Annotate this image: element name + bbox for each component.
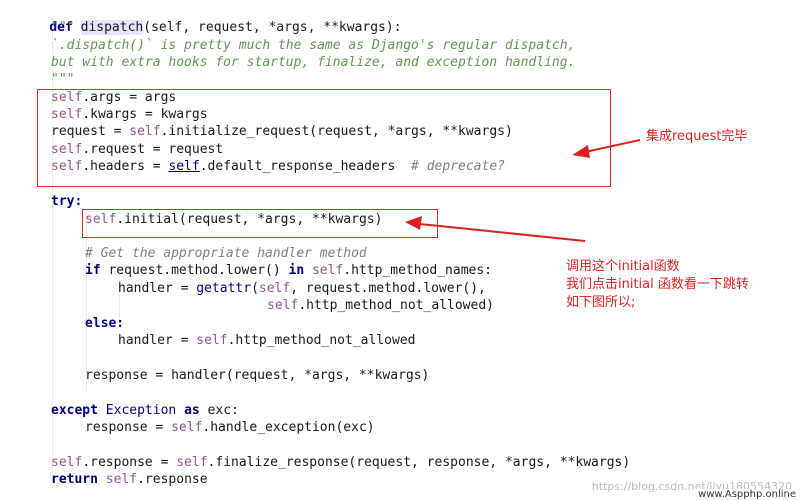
arrow-head bbox=[572, 145, 590, 158]
code-line: self.response = self.finalize_response(r… bbox=[51, 455, 631, 470]
highlight-box-initial bbox=[82, 209, 438, 238]
code-line: else: bbox=[85, 316, 125, 331]
indent-guide bbox=[52, 18, 53, 488]
docstring-line: """ bbox=[51, 20, 75, 35]
indent-guide bbox=[119, 280, 120, 320]
arrow-head bbox=[405, 216, 422, 230]
docstring-line: """ bbox=[51, 72, 75, 87]
code-line: self.request = request bbox=[51, 142, 224, 157]
code-line: self.http_method_not_allowed) bbox=[267, 298, 494, 313]
code-line: self.headers = self.default_response_hea… bbox=[51, 159, 505, 174]
highlight-box-initialize bbox=[37, 89, 611, 187]
docstring-line: `.dispatch()` is pretty much the same as… bbox=[51, 38, 576, 53]
code-line: self.args = args bbox=[51, 90, 177, 105]
site-label: www.Aspphp.online bbox=[696, 489, 798, 500]
annotation-note-1: 集成request完毕 bbox=[646, 129, 748, 144]
code-line: handler = getattr(self, request.method.l… bbox=[118, 281, 486, 296]
code-line: self.initial(request, *args, **kwargs) bbox=[85, 212, 383, 227]
code-line: try: bbox=[51, 194, 83, 209]
annotation-note-2: 调用这个initial函数 我们点击initial 函数看一下跳转 如下图所以; bbox=[566, 259, 749, 310]
code-line: return self.response bbox=[51, 472, 208, 487]
code-line: response = handler(request, *args, **kwa… bbox=[85, 368, 430, 383]
docstring-line: but with extra hooks for startup, finali… bbox=[51, 55, 576, 70]
code-line: def dispatch(self, request, *args, **kwa… bbox=[49, 20, 402, 35]
code-line: response = self.handle_exception(exc) bbox=[85, 420, 375, 435]
arrow-line bbox=[419, 223, 586, 242]
code-line: if request.method.lower() in self.http_m… bbox=[85, 263, 493, 278]
code-line: request = self.initialize_request(reques… bbox=[51, 124, 513, 139]
arrow-line bbox=[584, 139, 641, 153]
code-line: except Exception as exc: bbox=[51, 403, 239, 418]
code-line: self.kwargs = kwargs bbox=[51, 107, 208, 122]
code-line: handler = self.http_method_not_allowed bbox=[118, 333, 416, 348]
indent-guide bbox=[86, 212, 87, 392]
function-name[interactable]: dispatch bbox=[80, 20, 144, 35]
comment-line: # Get the appropriate handler method bbox=[85, 246, 367, 261]
